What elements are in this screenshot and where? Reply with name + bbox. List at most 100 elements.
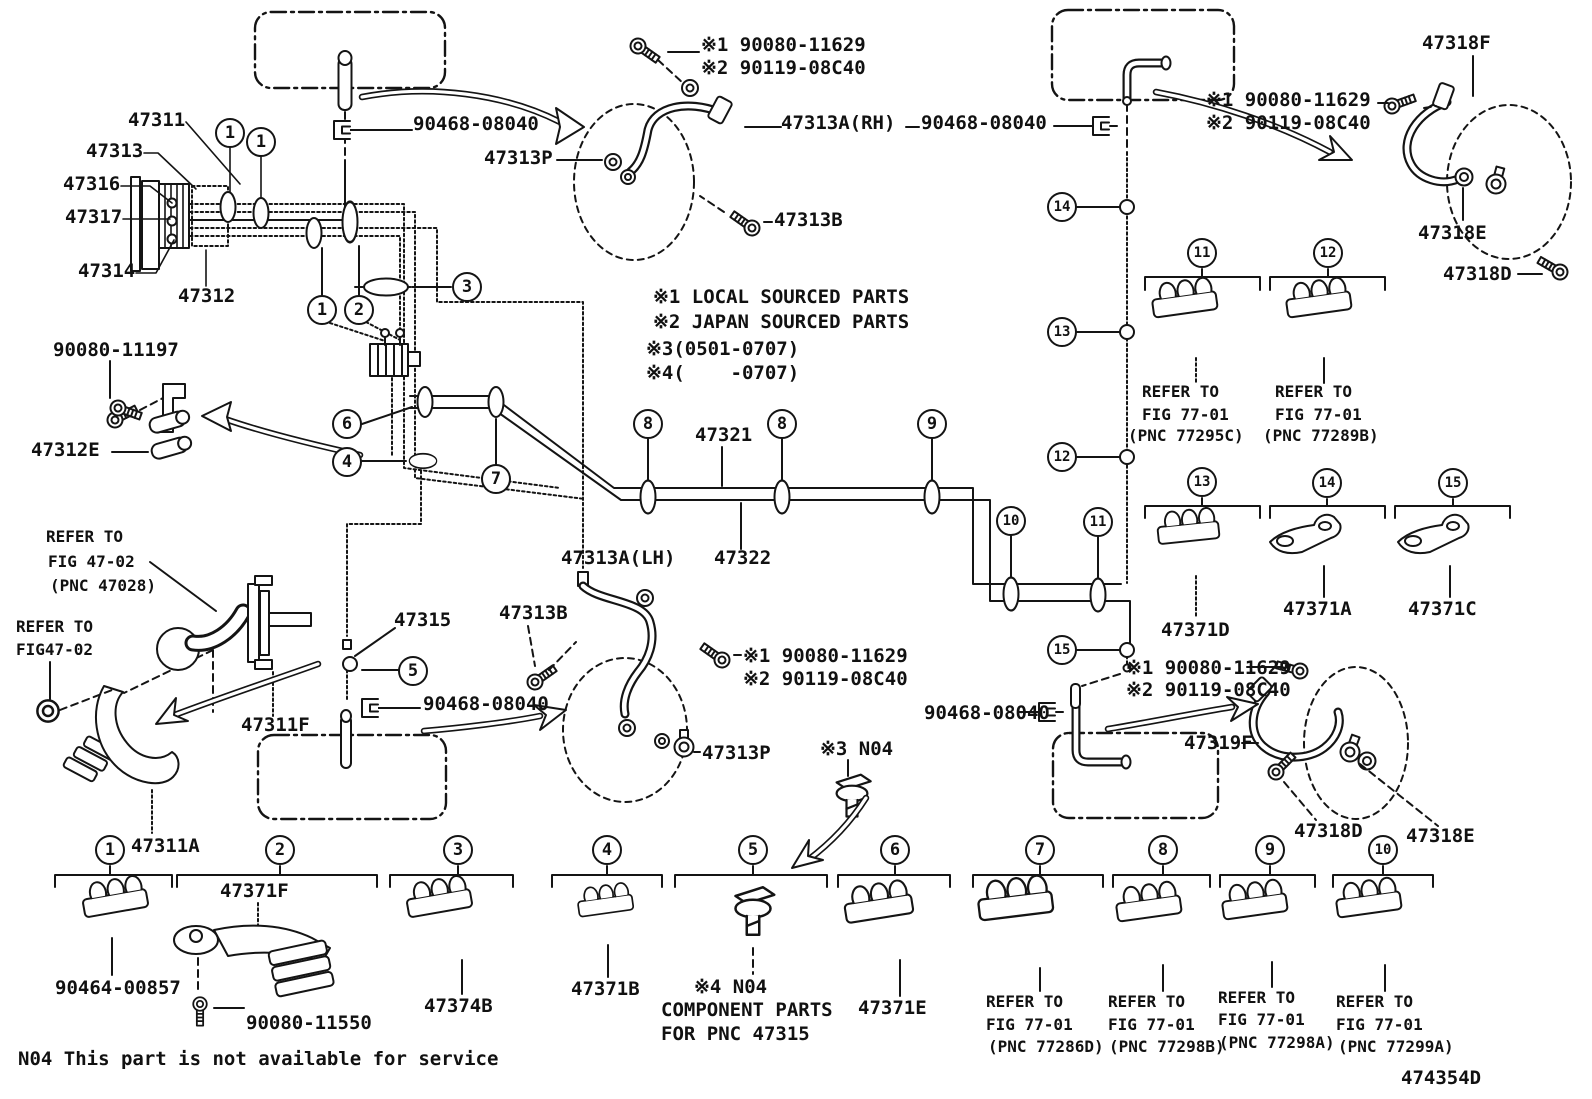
callout-15[interactable]: 15	[1438, 468, 1468, 498]
callout-6[interactable]: 6	[880, 835, 910, 865]
part-label-90119-08C40-c: ※2 90119-08C40	[743, 668, 908, 690]
part-label-47319f: 47319F	[1184, 732, 1253, 754]
part-47371f	[173, 924, 335, 1027]
part-label-90080-11629-c: ※1 90080-11629	[743, 645, 908, 667]
callout-12[interactable]: 12	[1047, 442, 1077, 472]
callout-1[interactable]: 1	[307, 295, 337, 325]
callout-3[interactable]: 3	[452, 272, 482, 302]
bolt-90080-11197	[107, 360, 149, 453]
part-label-47321: 47321	[695, 424, 753, 446]
clamp-47312e	[103, 383, 193, 460]
callout-9[interactable]: 9	[1255, 835, 1285, 865]
callout-9[interactable]: 9	[917, 409, 947, 439]
ref-pnc-77295c: (PNC 77295C)	[1128, 426, 1244, 445]
callout-1[interactable]: 1	[246, 127, 276, 157]
part-label-47371d: 47371D	[1161, 619, 1230, 641]
ref-fig-77-01-7: FIG 77-01	[986, 1015, 1073, 1034]
note-n04-service: N04 This part is not available for servi…	[18, 1048, 499, 1070]
callout-7[interactable]: 7	[481, 464, 511, 494]
callout-14[interactable]: 14	[1047, 192, 1077, 222]
ref-fig-77-01-9: FIG 77-01	[1218, 1010, 1305, 1029]
note-local-sourced: ※1 LOCAL SOURCED PARTS	[653, 286, 910, 308]
callout-2[interactable]: 2	[265, 835, 295, 865]
master-cylinder	[130, 176, 229, 272]
figure-code: 474354D	[1401, 1067, 1482, 1089]
note-japan-sourced: ※2 JAPAN SOURCED PARTS	[653, 311, 910, 333]
ref-refer-to-12: REFER TO	[1275, 382, 1353, 401]
part-label-47318d-a: 47318D	[1443, 263, 1512, 285]
callout-11[interactable]: 11	[1187, 238, 1217, 268]
part-label-90468-08040-b: 90468-08040	[921, 112, 1047, 134]
callout-1[interactable]: 1	[95, 835, 125, 865]
note-n04-4: ※4 N04	[694, 976, 768, 998]
ref-fig-47-02: FIG 47-02	[48, 552, 135, 571]
part-label-47316: 47316	[63, 173, 121, 195]
ref-pnc-77289b: (PNC 77289B)	[1263, 426, 1379, 445]
ref-pnc-77299a: (PNC 77299A)	[1338, 1037, 1454, 1056]
callout-13[interactable]: 13	[1187, 467, 1217, 497]
component-boxes	[253, 8, 1236, 821]
callout-11[interactable]: 11	[1083, 507, 1113, 537]
part-label-47311f: 47311F	[241, 714, 310, 736]
ref-pnc-47028: (PNC 47028)	[50, 576, 156, 595]
part-label-47371b: 47371B	[571, 978, 640, 1000]
proportioning-valve	[369, 328, 421, 377]
ref-fig47-02: FIG47-02	[16, 640, 94, 659]
ref-refer-to-10: REFER TO	[1336, 992, 1414, 1011]
callout-8[interactable]: 8	[633, 409, 663, 439]
callout-13[interactable]: 13	[1047, 317, 1077, 347]
callout-7[interactable]: 7	[1025, 835, 1055, 865]
part-label-47313a-lh: 47313A(LH)	[561, 547, 676, 569]
clamp-parts	[78, 275, 1470, 1027]
part-label-47314: 47314	[78, 260, 136, 282]
callout-5[interactable]: 5	[398, 656, 428, 686]
callout-14[interactable]: 14	[1312, 468, 1342, 498]
callout-6[interactable]: 6	[332, 409, 362, 439]
callout-10[interactable]: 10	[996, 506, 1026, 536]
part-label-47371c: 47371C	[1408, 598, 1477, 620]
ref-pnc-77298b: (PNC 77298B)	[1109, 1037, 1225, 1056]
part-label-90468-08040-d: 90468-08040	[924, 702, 1050, 724]
callout-3[interactable]: 3	[443, 835, 473, 865]
part-label-90080-11629-a: ※1 90080-11629	[701, 34, 866, 56]
part-label-90119-08C40-a: ※2 90119-08C40	[701, 57, 866, 79]
part-label-47318d-b: 47318D	[1294, 820, 1363, 842]
direction-arrows	[155, 88, 1353, 869]
callout-4[interactable]: 4	[332, 447, 362, 477]
ref-refer-to-9: REFER TO	[1218, 988, 1296, 1007]
part-label-47371f: 47371F	[220, 880, 289, 902]
part-label-47313a-rh: 47313A(RH)	[781, 112, 896, 134]
ref-fig-77-01-11: FIG 77-01	[1142, 405, 1229, 424]
part-label-90119-08C40-b: ※2 90119-08C40	[1206, 112, 1371, 134]
part-label-47374b: 47374B	[424, 995, 493, 1017]
part-label-47371e: 47371E	[858, 997, 927, 1019]
callout-10[interactable]: 10	[1368, 835, 1398, 865]
part-label-90464-00857: 90464-00857	[55, 977, 181, 999]
part-label-47311: 47311	[128, 109, 186, 131]
part-label-47313p-a: 47313P	[484, 147, 553, 169]
note-range3: ※3(0501-0707)	[646, 338, 800, 360]
part-label-90080-11550: 90080-11550	[246, 1012, 372, 1034]
callout-8[interactable]: 8	[1148, 835, 1178, 865]
note-component-2: FOR PNC 47315	[661, 1023, 810, 1045]
part-label-47312: 47312	[178, 285, 236, 307]
callout-1[interactable]: 1	[215, 118, 245, 148]
callout-5[interactable]: 5	[738, 835, 768, 865]
callout-12[interactable]: 12	[1313, 238, 1343, 268]
ref-refer-to-2: REFER TO	[16, 617, 94, 636]
callout-8[interactable]: 8	[767, 409, 797, 439]
ref-pnc-77298a: (PNC 77298A)	[1219, 1033, 1335, 1052]
ref-refer-to-11: REFER TO	[1142, 382, 1220, 401]
part-label-47313b-b: 47313B	[499, 602, 568, 624]
part-label-47318e-b: 47318E	[1406, 825, 1475, 847]
part-label-47322: 47322	[714, 547, 772, 569]
ref-fig-77-01-10: FIG 77-01	[1336, 1015, 1423, 1034]
part-label-47311a: 47311A	[131, 835, 200, 857]
part-label-90119-08C40-d: ※2 90119-08C40	[1126, 679, 1291, 701]
callout-2[interactable]: 2	[344, 295, 374, 325]
ref-pnc-77286d: (PNC 77286D)	[988, 1037, 1104, 1056]
callout-4[interactable]: 4	[592, 835, 622, 865]
part-label-47317: 47317	[65, 206, 123, 228]
callout-15[interactable]: 15	[1047, 635, 1077, 665]
